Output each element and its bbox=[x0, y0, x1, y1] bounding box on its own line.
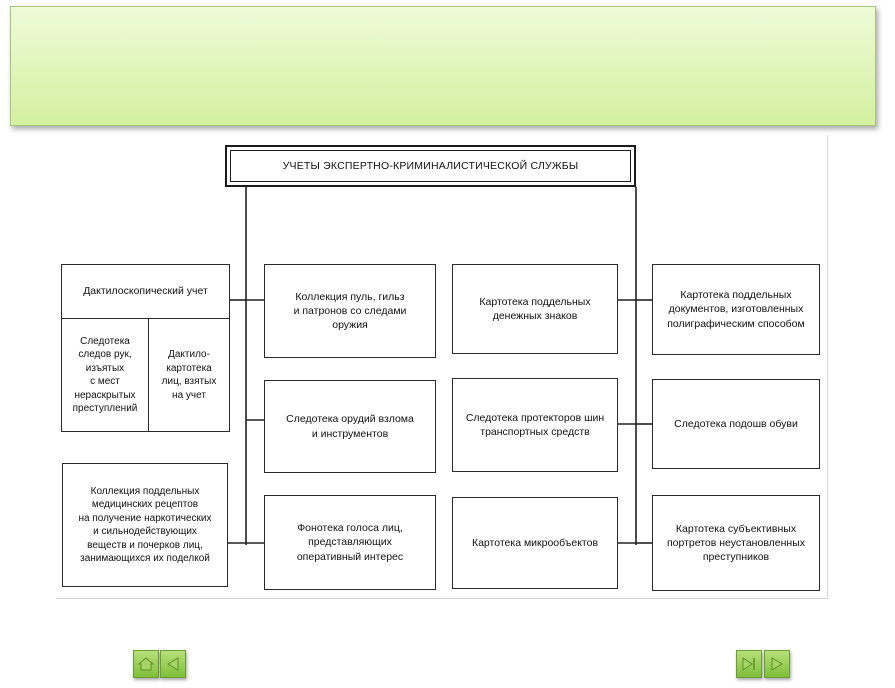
slide-title-bar bbox=[10, 6, 876, 126]
col3-box-3: Картотека микрообъектов bbox=[452, 497, 618, 589]
col2-label-3: Фонотека голоса лиц, представляющих опер… bbox=[296, 522, 404, 563]
dactylo-traces-label: Следотека следов рук, изъятых с мест нер… bbox=[72, 335, 138, 415]
col4-label-2: Следотека подошв обуви bbox=[674, 417, 798, 430]
root-box: УЧЕТЫ ЭКСПЕРТНО-КРИМИНАЛИСТИЧЕСКОЙ СЛУЖБ… bbox=[225, 145, 636, 187]
back-arrow-icon bbox=[167, 657, 179, 671]
col2-label-2: Следотека орудий взлома и инструментов bbox=[286, 413, 414, 440]
col4-box-3: Картотека субъективных портретов неустан… bbox=[652, 495, 820, 591]
col2-box-1: Коллекция пуль, гильз и патронов со след… bbox=[264, 264, 436, 358]
dactylo-cards-label: Дактило- картотека лиц, взятых на учет bbox=[161, 349, 217, 401]
home-button[interactable] bbox=[133, 650, 159, 678]
dactylo-cards-box: Дактило- картотека лиц, взятых на учет bbox=[148, 318, 230, 432]
end-button[interactable] bbox=[736, 650, 762, 678]
col3-box-2: Следотека протекторов шин транспортных с… bbox=[452, 378, 618, 472]
col4-label-1: Картотека поддельных документов, изготов… bbox=[667, 289, 805, 330]
prescriptions-box: Коллекция поддельных медицинских рецепто… bbox=[62, 463, 228, 587]
dactylo-header-box: Дактилоскопический учет bbox=[61, 264, 230, 319]
col4-box-1: Картотека поддельных документов, изготов… bbox=[652, 264, 820, 355]
root-label: УЧЕТЫ ЭКСПЕРТНО-КРИМИНАЛИСТИЧЕСКОЙ СЛУЖБ… bbox=[230, 150, 631, 182]
back-button[interactable] bbox=[160, 650, 186, 678]
dactylo-header-label: Дактилоскопический учет bbox=[83, 285, 208, 298]
col4-box-2: Следотека подошв обуви bbox=[652, 379, 820, 469]
col4-label-3: Картотека субъективных портретов неустан… bbox=[666, 522, 806, 564]
forward-button[interactable] bbox=[764, 650, 790, 678]
end-arrow-icon bbox=[742, 657, 755, 671]
col3-box-1: Картотека поддельных денежных знаков bbox=[452, 264, 618, 354]
dactylo-traces-box: Следотека следов рук, изъятых с мест нер… bbox=[61, 318, 149, 432]
home-icon bbox=[137, 657, 155, 671]
col3-label-2: Следотека протекторов шин транспортных с… bbox=[465, 411, 605, 438]
col3-label-1: Картотека поддельных денежных знаков bbox=[479, 295, 591, 322]
col2-label-1: Коллекция пуль, гильз и патронов со след… bbox=[293, 290, 407, 332]
prescriptions-label: Коллекция поддельных медицинских рецепто… bbox=[78, 485, 212, 565]
forward-arrow-icon bbox=[771, 657, 783, 671]
col2-box-3: Фонотека голоса лиц, представляющих опер… bbox=[264, 495, 436, 590]
col3-label-3: Картотека микрообъектов bbox=[471, 536, 599, 549]
col2-box-2: Следотека орудий взлома и инструментов bbox=[264, 380, 436, 473]
